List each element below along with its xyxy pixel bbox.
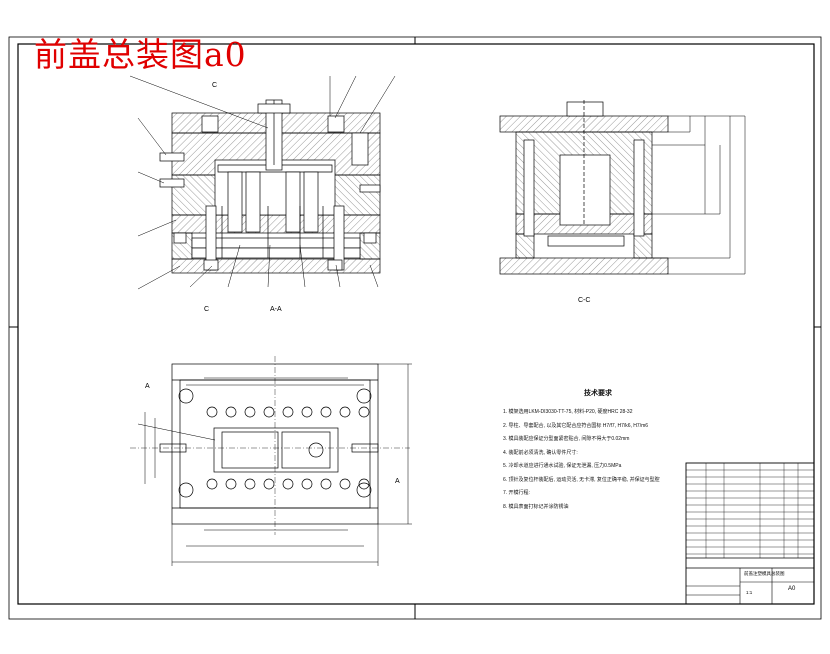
technical-note: 4. 装配前必须清洗, 确认零件尺寸: <box>503 449 578 456</box>
ejector-hole <box>320 406 332 418</box>
title-block-drawing-name: 前盖注塑模具总装图 <box>744 571 785 576</box>
technical-notes-heading: 技术要求 <box>584 390 612 397</box>
title-block-scale: 1:1 <box>746 590 753 595</box>
ejector-hole <box>282 478 294 490</box>
cut-mark-a-right: A <box>395 478 400 485</box>
technical-note: 5. 冷却水道应进行通水试验, 保证无泄漏, 压力0.5MPa <box>503 463 622 469</box>
technical-note: 1. 模架选用LKM-DI3030-TT-75, 材料-P20, 硬度HRC 2… <box>503 409 633 415</box>
technical-note: 2. 导柱、导套配合, 以及其它配合应符合国标 H7/f7, H7/k6, H7… <box>503 422 649 429</box>
ejector-hole <box>225 406 237 418</box>
ejector-hole <box>206 478 218 490</box>
cut-mark-c-top: C <box>212 82 218 89</box>
technical-note: 3. 模具装配应保证分型面紧密贴合, 间隙不得大于0.02mm <box>503 436 630 442</box>
technical-note: 7. 开模行程: <box>503 490 530 496</box>
section-view-side <box>499 100 746 275</box>
title-block <box>685 462 815 605</box>
ejector-hole <box>206 406 218 418</box>
cut-mark-a-left: A <box>145 383 150 390</box>
cut-mark-c-bottom: C <box>204 306 210 313</box>
ejector-hole <box>339 478 351 490</box>
ejector-hole <box>263 406 275 418</box>
drawing-title: 前盖总装图a0 <box>34 35 247 74</box>
technical-note: 8. 模具表面打标记并涂防锈油 <box>503 503 569 510</box>
title-block-sheet: A0 <box>788 586 796 592</box>
ejector-hole <box>301 406 313 418</box>
ejector-hole <box>263 478 275 490</box>
ejector-hole <box>282 406 294 418</box>
section-view-main <box>129 75 396 290</box>
technical-note: 6. 顶针及复位杆装配后, 运动灵活, 无卡滞, 复位正确平稳, 并保证与型腔 <box>503 476 660 483</box>
sheet-border <box>8 36 822 620</box>
section-c-c-label: C-C <box>578 297 591 304</box>
ejector-hole <box>358 406 370 418</box>
plan-view <box>130 356 412 566</box>
ejector-hole <box>244 406 256 418</box>
technical-notes: 技术要求 1. 模架选用LKM-DI3030-TT-75, 材料-P20, 硬度… <box>503 388 693 516</box>
section-a-a-label: A-A <box>270 306 282 313</box>
ejector-hole <box>244 478 256 490</box>
ejector-hole <box>358 478 370 490</box>
ejector-hole <box>320 478 332 490</box>
ejector-hole <box>339 406 351 418</box>
ejector-hole <box>225 478 237 490</box>
ejector-hole <box>301 478 313 490</box>
